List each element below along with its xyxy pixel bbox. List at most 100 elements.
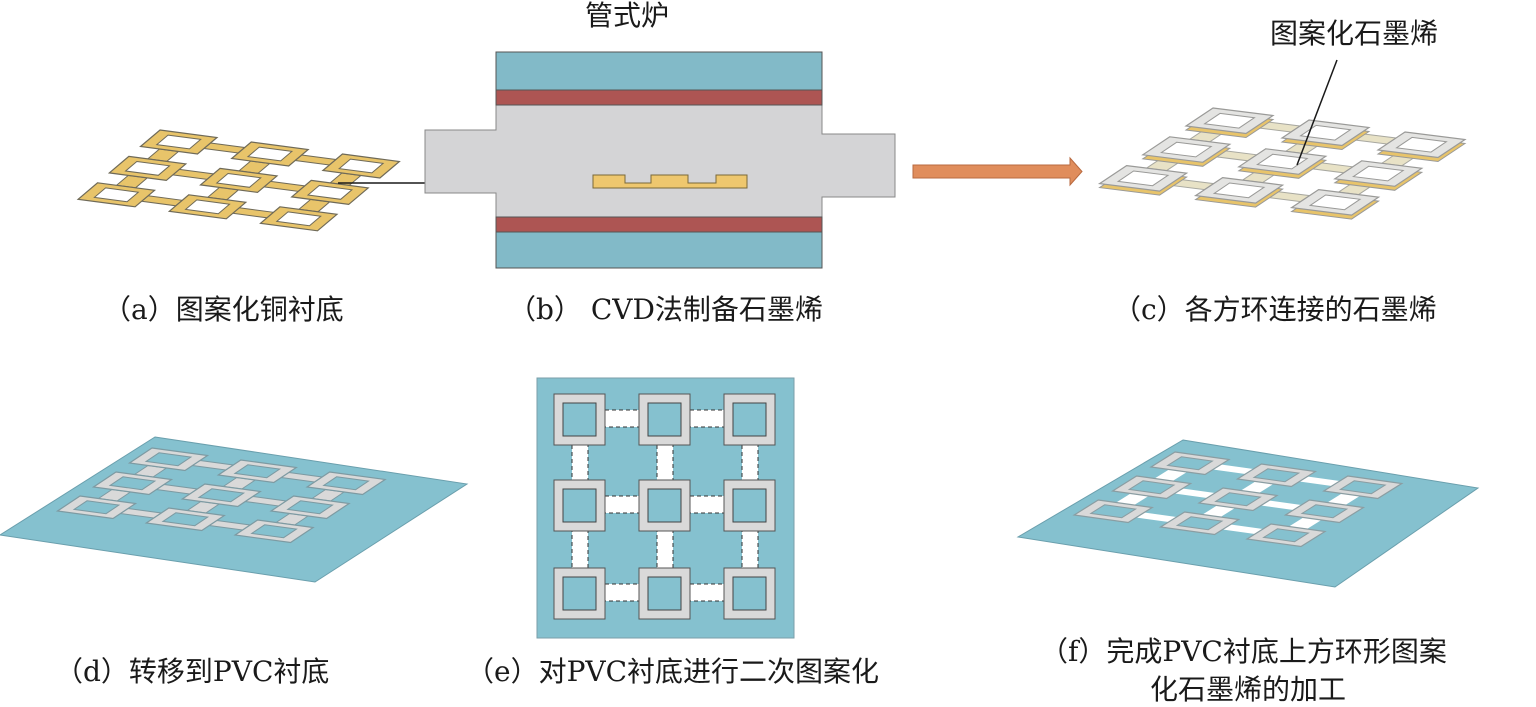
ring-hole <box>1127 480 1176 495</box>
ring-hole <box>732 576 767 611</box>
cut-region-horizontal <box>689 583 725 602</box>
furnace-top-insulation <box>495 51 823 91</box>
connector-bar <box>171 168 215 180</box>
connector-bar <box>262 180 306 192</box>
cut-region-vertical <box>656 444 674 481</box>
cut-region-horizontal <box>604 495 640 514</box>
connector-bar <box>1261 500 1302 510</box>
cut-region-horizontal <box>689 409 725 428</box>
cut-region-vertical <box>656 530 674 569</box>
ring-hole <box>1299 124 1352 141</box>
ring-hole <box>184 199 231 215</box>
caption-e: （e）对PVC衬底进行二次图案化 <box>466 655 880 688</box>
connector-bar <box>1289 517 1322 529</box>
ring-hole <box>306 184 354 200</box>
panel-d-pvc-transfer <box>0 436 469 583</box>
panel-b-tube-furnace <box>424 51 896 269</box>
connector-bar <box>1154 469 1187 481</box>
ring-hole <box>108 476 157 491</box>
copper-sample <box>592 174 748 189</box>
ring-hole <box>144 452 193 467</box>
ring-hole <box>1252 468 1301 483</box>
ring-hole <box>562 576 597 611</box>
ring-hole <box>1300 504 1349 519</box>
caption-f-line2: 化石墨烯的加工 <box>1150 673 1347 706</box>
connector-bar <box>1174 488 1215 498</box>
ring-hole <box>233 464 282 479</box>
connector-bar <box>231 207 275 219</box>
ring-hole <box>1116 170 1170 187</box>
quartz-tube <box>424 104 896 233</box>
ring-hole <box>286 500 334 515</box>
furnace-top-heater <box>495 89 823 106</box>
pvc-substrate <box>1016 439 1480 588</box>
connector-bar <box>1222 524 1263 534</box>
ring-hole <box>246 146 294 162</box>
ring-hole <box>1352 165 1405 182</box>
connector-bar <box>140 195 184 207</box>
ring-hole <box>647 576 682 611</box>
process-arrow-icon <box>912 156 1083 187</box>
ring-hole <box>1175 516 1224 531</box>
connector-bar <box>202 142 246 154</box>
ring-hole <box>647 488 682 523</box>
connector-bar <box>1327 493 1360 505</box>
furnace-bottom-insulation <box>495 231 823 269</box>
connector-bar <box>1116 493 1149 505</box>
cut-region-vertical <box>571 444 589 481</box>
graphene-label: 图案化石墨烯 <box>1270 17 1439 50</box>
ring-hole <box>1212 182 1266 199</box>
panel-c-connected-graphene <box>1097 107 1467 220</box>
caption-d: （d）转移到PVC衬底 <box>55 655 330 688</box>
panel-a-copper-substrate <box>76 129 401 232</box>
connector-bar <box>1202 505 1235 517</box>
ring-hole <box>1089 504 1138 519</box>
ring-hole <box>1338 480 1387 495</box>
connector-bar <box>1136 512 1177 522</box>
ring-hole <box>72 500 121 515</box>
connector-bar <box>1213 464 1254 474</box>
ring-hole <box>161 512 210 527</box>
connector-bar <box>1241 481 1274 493</box>
ring-hole <box>1160 141 1213 158</box>
caption-f-line1: （f）完成PVC衬底上方环形图案 <box>1040 635 1447 668</box>
panel-e-secondary-patterning <box>536 377 795 639</box>
furnace-title: 管式炉 <box>585 0 670 32</box>
caption-c: （c）各方环连接的石墨烯 <box>1113 293 1437 326</box>
cut-region-vertical <box>741 444 759 481</box>
ring-hole <box>1166 456 1214 471</box>
ring-hole <box>338 158 385 174</box>
cut-region-vertical <box>741 530 759 569</box>
ring-hole <box>1395 136 1448 153</box>
ring-hole <box>93 187 140 203</box>
connector-bar <box>294 154 338 166</box>
leader-line-graphene-label <box>1296 59 1338 166</box>
cut-region-horizontal <box>604 409 640 428</box>
ring-hole <box>1256 153 1309 170</box>
cut-region-vertical <box>571 530 589 569</box>
ring-hole <box>732 488 767 523</box>
ring-hole <box>322 476 370 491</box>
cut-region-horizontal <box>604 583 640 602</box>
ring-hole <box>197 488 246 503</box>
ring-hole <box>215 172 262 188</box>
ring-hole <box>155 134 202 150</box>
ring-hole <box>647 402 682 437</box>
ring-hole <box>124 160 171 176</box>
ring-hole <box>732 402 767 437</box>
cut-region-horizontal <box>689 495 725 514</box>
ring-hole <box>1214 492 1262 507</box>
panel-f-final-rings <box>1016 439 1480 588</box>
ring-hole <box>1262 528 1310 543</box>
caption-a: （a）图案化铜衬底 <box>103 293 344 326</box>
ring-hole <box>562 488 597 523</box>
caption-b: （b） CVD法制备石墨烯 <box>508 293 823 326</box>
ring-hole <box>250 524 298 539</box>
connector-bar <box>1299 476 1340 486</box>
ring-hole <box>275 211 322 227</box>
ring-hole <box>1203 112 1256 129</box>
furnace-bottom-heater <box>495 216 823 233</box>
ring-hole <box>562 402 597 437</box>
ring-hole <box>1308 194 1362 211</box>
